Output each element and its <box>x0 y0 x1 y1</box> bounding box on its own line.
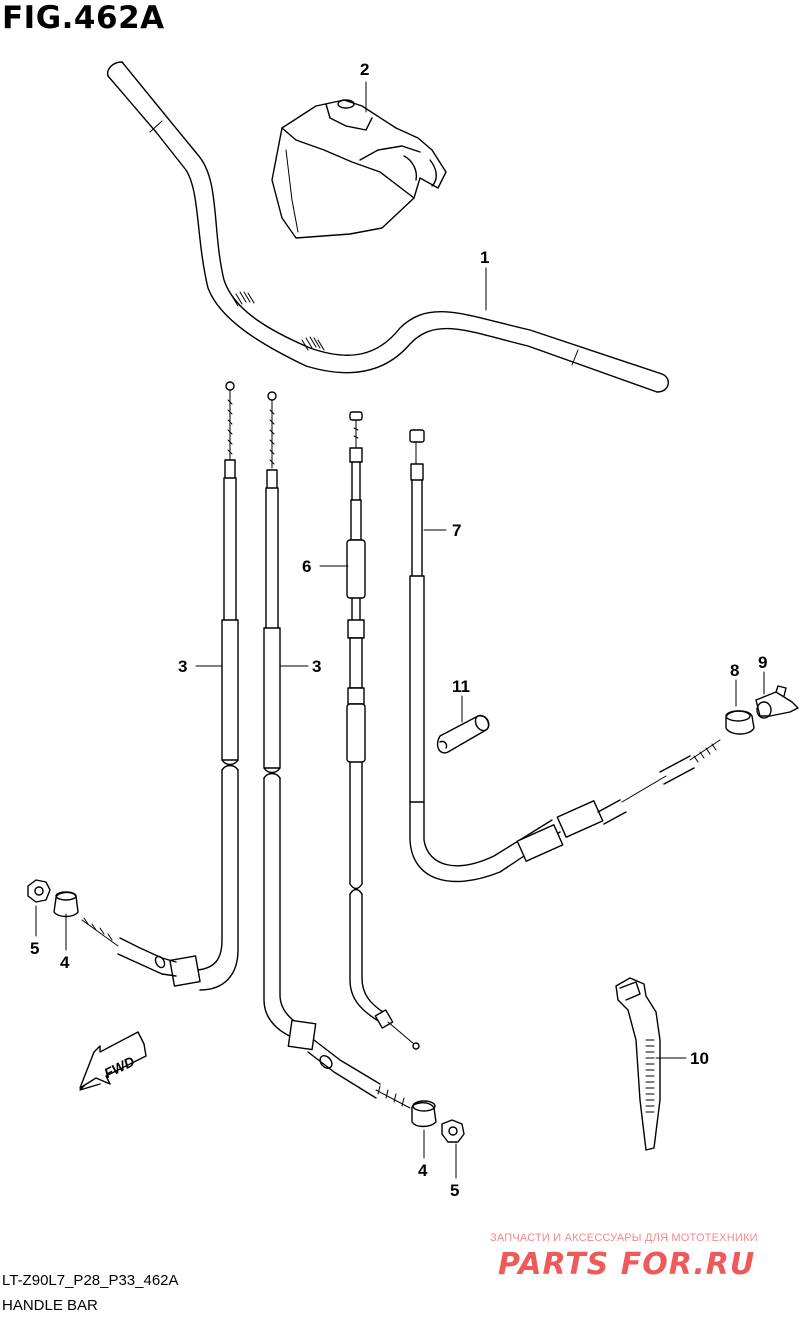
cable-3-left-part[interactable] <box>81 381 239 991</box>
leader-lines <box>35 81 765 1179</box>
watermark-logo-icon: PARTS FOR.RU <box>498 1247 755 1282</box>
cable-tie-10-part[interactable] <box>615 977 661 1151</box>
adjuster-4-left-part[interactable] <box>53 891 79 918</box>
cable-7-part[interactable] <box>409 429 721 883</box>
callout-6: 6 <box>302 557 311 576</box>
sleeve-11-part[interactable] <box>436 713 492 754</box>
callout-1: 1 <box>480 248 489 267</box>
callout-10: 10 <box>690 1049 709 1068</box>
callout-7: 7 <box>452 521 461 540</box>
figure-code: LT-Z90L7_P28_P33_462A <box>2 1272 179 1289</box>
fwd-arrow-icon: FWD <box>79 1031 147 1091</box>
handle-cover-part[interactable] <box>271 99 447 239</box>
figure-caption: HANDLE BAR <box>2 1297 98 1314</box>
cable-6-part[interactable] <box>346 411 420 1050</box>
handle-bar-part[interactable] <box>106 61 669 393</box>
svg-text:PARTS FOR.RU: PARTS FOR.RU <box>498 1247 755 1282</box>
callout-5-right: 5 <box>450 1181 459 1200</box>
callout-8: 8 <box>730 661 739 680</box>
callout-11: 11 <box>452 677 470 696</box>
cable-3-right-part[interactable] <box>263 391 411 1109</box>
figure-title: FIG.462A <box>2 0 165 36</box>
collar-8-part[interactable] <box>725 710 755 735</box>
nut-5-right-part[interactable] <box>441 1119 465 1143</box>
watermark-text: ЗАПЧАСТИ И АКСЕССУАРЫ ДЛЯ МОТОТЕХНИКИ <box>490 1232 758 1244</box>
callout-3-left: 3 <box>178 657 187 676</box>
callout-5-left: 5 <box>30 939 39 958</box>
fitting-9-part[interactable] <box>755 685 799 719</box>
callout-3-right: 3 <box>312 657 321 676</box>
nut-5-left-part[interactable] <box>27 879 51 903</box>
callout-4-right: 4 <box>418 1161 428 1180</box>
callout-4-left: 4 <box>60 953 70 972</box>
adjuster-4-right-part[interactable] <box>411 1100 437 1128</box>
callout-2: 2 <box>360 60 369 79</box>
callout-9: 9 <box>758 653 767 672</box>
